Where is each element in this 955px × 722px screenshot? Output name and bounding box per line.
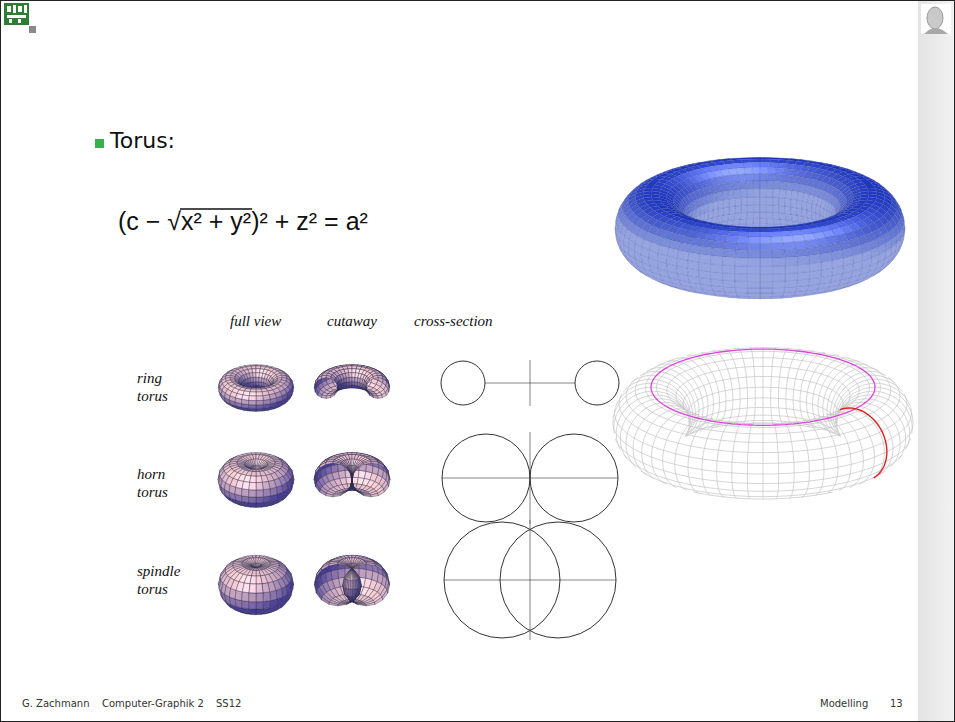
torus-formula: (c − √x² + y²)² + z² = a² [118,206,368,236]
corner-portrait [921,4,951,34]
footer-term: SS12 [216,698,241,710]
column-header: cutaway [327,312,377,330]
wireframe-torus [613,347,913,499]
cross-section-circles [441,360,619,640]
column-header: cross-section [414,312,493,330]
torus-thumbnails [218,365,390,615]
column-header: full view [230,312,281,330]
footer-chapter: Modelling [820,698,868,710]
side-strip [918,0,955,722]
bullet-square [95,139,104,148]
bullet-heading: Torus: [110,128,175,154]
university-logo [4,3,36,33]
row-label: horn torus [137,465,191,501]
footer-author: G. Zachmann [22,698,89,710]
shaded-torus [615,157,905,298]
row-label: ring torus [137,369,191,405]
row-label: spindle torus [137,562,195,598]
page-number: 13 [890,698,903,710]
footer-course: Computer-Graphik 2 [102,698,204,710]
